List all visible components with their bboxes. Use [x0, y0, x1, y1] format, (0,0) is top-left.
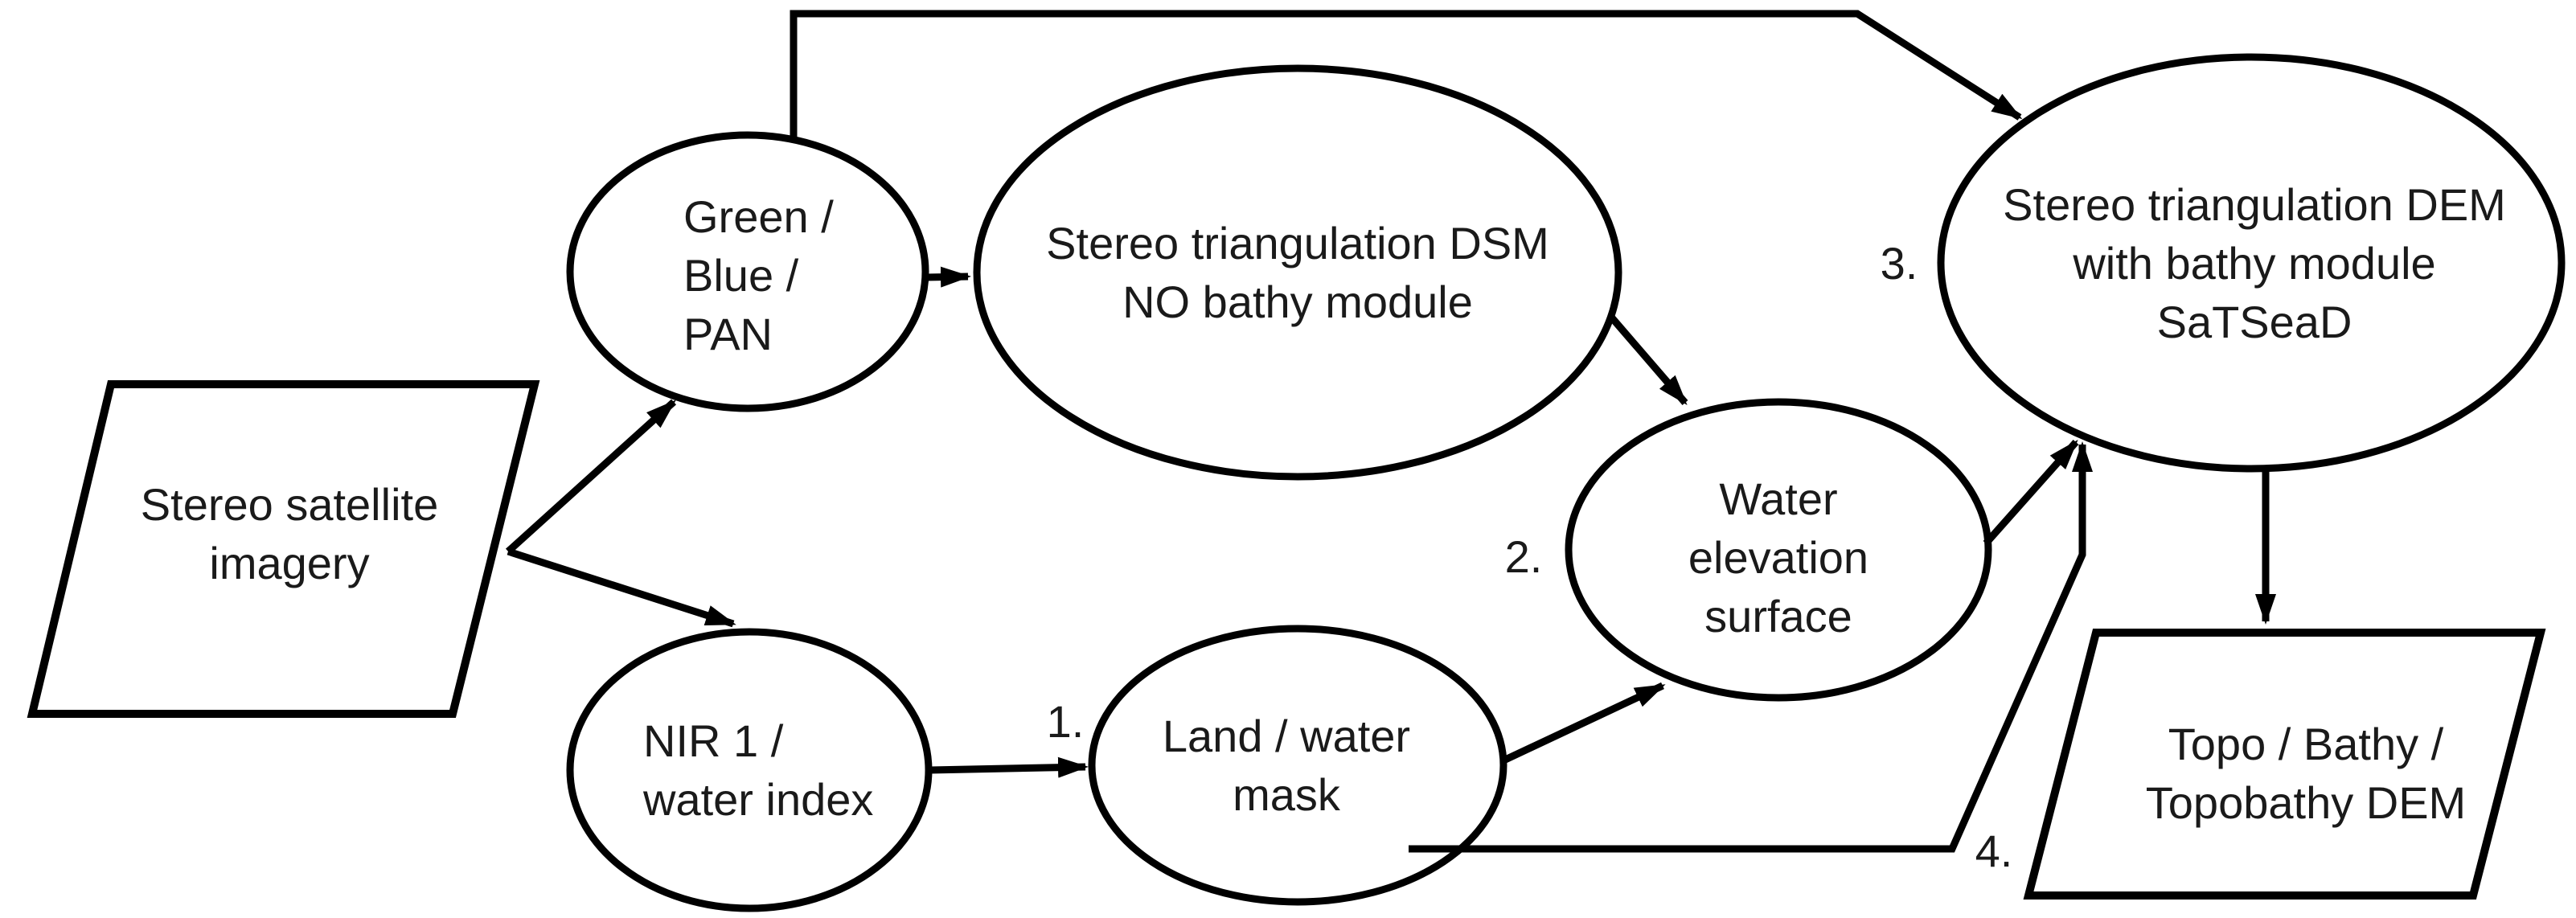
arrow-imagery-to-green-blue-pan	[505, 399, 677, 555]
arrow-dsm-to-water-elevation	[1606, 313, 1688, 406]
node-nir-water-index: NIR 1 / water index	[566, 628, 933, 912]
water-elevation-label-line3: surface	[1704, 591, 1852, 641]
dsm-no-bathy-ellipse	[973, 64, 1622, 481]
arrow-imagery-to-nir-water-index	[507, 547, 736, 628]
step-label-1: 1.	[1047, 696, 1085, 747]
arrow-land-water-mask-to-dem-under-bottom	[1409, 441, 2093, 853]
stereo-imagery-label-line2: imagery	[209, 538, 369, 588]
green-blue-pan-label-line3: PAN	[683, 309, 773, 359]
nir-water-index-ellipse	[566, 628, 933, 912]
step-label-4: 4.	[1975, 826, 2013, 876]
land-water-mask-ellipse	[1088, 625, 1507, 906]
node-green-blue-pan: Green / Blue / PAN	[566, 131, 929, 412]
node-land-water-mask: Land / water mask	[1088, 625, 1507, 906]
nir-water-index-label-line1: NIR 1 /	[643, 715, 784, 766]
land-water-mask-label-line2: mask	[1233, 769, 1341, 820]
dem-satsead-label-line3: SaTSeaD	[2157, 297, 2352, 347]
stereo-imagery-label-line1: Stereo satellite	[141, 479, 438, 530]
step-label-3: 3.	[1881, 238, 1918, 289]
nir-water-index-label-line2: water index	[642, 774, 873, 825]
node-dem-satsead: Stereo triangulation DEM with bathy modu…	[1937, 53, 2566, 473]
arrow-water-elevation-to-dem	[1983, 440, 2079, 546]
topobathy-dem-label-line1: Topo / Bathy /	[2168, 719, 2444, 769]
water-elevation-ellipse	[1565, 398, 1992, 702]
arrow-nir-to-land-water-mask	[929, 756, 1089, 778]
node-stereo-imagery: Stereo satellite imagery	[27, 380, 540, 718]
stereo-imagery-parallelogram	[27, 380, 540, 718]
node-topobathy-dem: Topo / Bathy / Topobathy DEM	[2023, 629, 2546, 900]
step-label-2: 2.	[1505, 531, 1543, 582]
topobathy-dem-parallelogram	[2023, 629, 2546, 900]
arrow-land-water-mask-to-water-elevation	[1500, 682, 1666, 765]
dsm-no-bathy-label-line2: NO bathy module	[1122, 277, 1473, 327]
land-water-mask-label-line1: Land / water	[1163, 711, 1410, 761]
water-elevation-label-line1: Water	[1719, 473, 1837, 524]
dsm-no-bathy-label-line1: Stereo triangulation DSM	[1046, 218, 1549, 268]
dem-satsead-label-line1: Stereo triangulation DEM	[2003, 179, 2506, 230]
dem-satsead-label-line2: with bathy module	[2072, 238, 2435, 289]
arrow-green-blue-pan-to-dem-over-top	[790, 10, 2023, 139]
node-dsm-no-bathy: Stereo triangulation DSM NO bathy module	[973, 64, 1622, 481]
green-blue-pan-label-line1: Green /	[683, 191, 834, 242]
green-blue-pan-label-line2: Blue /	[683, 250, 799, 301]
water-elevation-label-line2: elevation	[1688, 532, 1868, 583]
dem-satsead-ellipse	[1937, 53, 2566, 473]
green-blue-pan-ellipse	[566, 131, 929, 412]
node-water-elevation: Water elevation surface	[1565, 398, 1992, 702]
topobathy-dem-label-line2: Topobathy DEM	[2146, 777, 2466, 828]
